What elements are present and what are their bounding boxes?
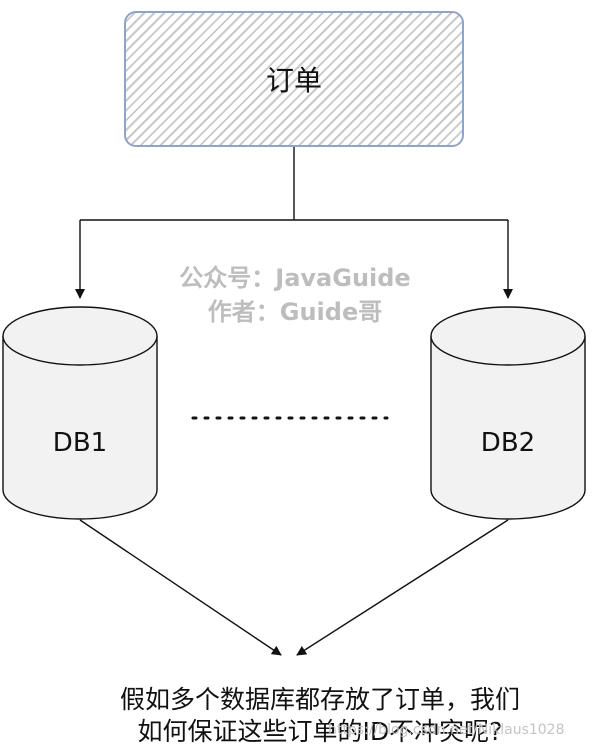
db2-label: DB2 — [480, 428, 536, 458]
question-line-1: 假如多个数据库都存放了订单，我们 — [119, 685, 520, 714]
db1-cylinder — [2, 306, 158, 520]
watermark-line-1: 公众号：JavaGuide — [179, 264, 411, 292]
db2-to-question-arrow — [296, 519, 509, 656]
db1-to-question-arrow — [79, 519, 282, 656]
watermark-line-2: 作者：Guide哥 — [207, 298, 383, 326]
question-line-2: 如何保证这些订单的ID不冲突呢? — [137, 717, 503, 746]
order-node-label: 订单 — [265, 64, 322, 97]
db1-label: DB1 — [52, 428, 108, 458]
source-watermark: https://blog.csdn.net/Niklaus1028 — [328, 722, 565, 738]
order-node-box — [124, 11, 464, 147]
db2-cylinder — [430, 306, 586, 520]
